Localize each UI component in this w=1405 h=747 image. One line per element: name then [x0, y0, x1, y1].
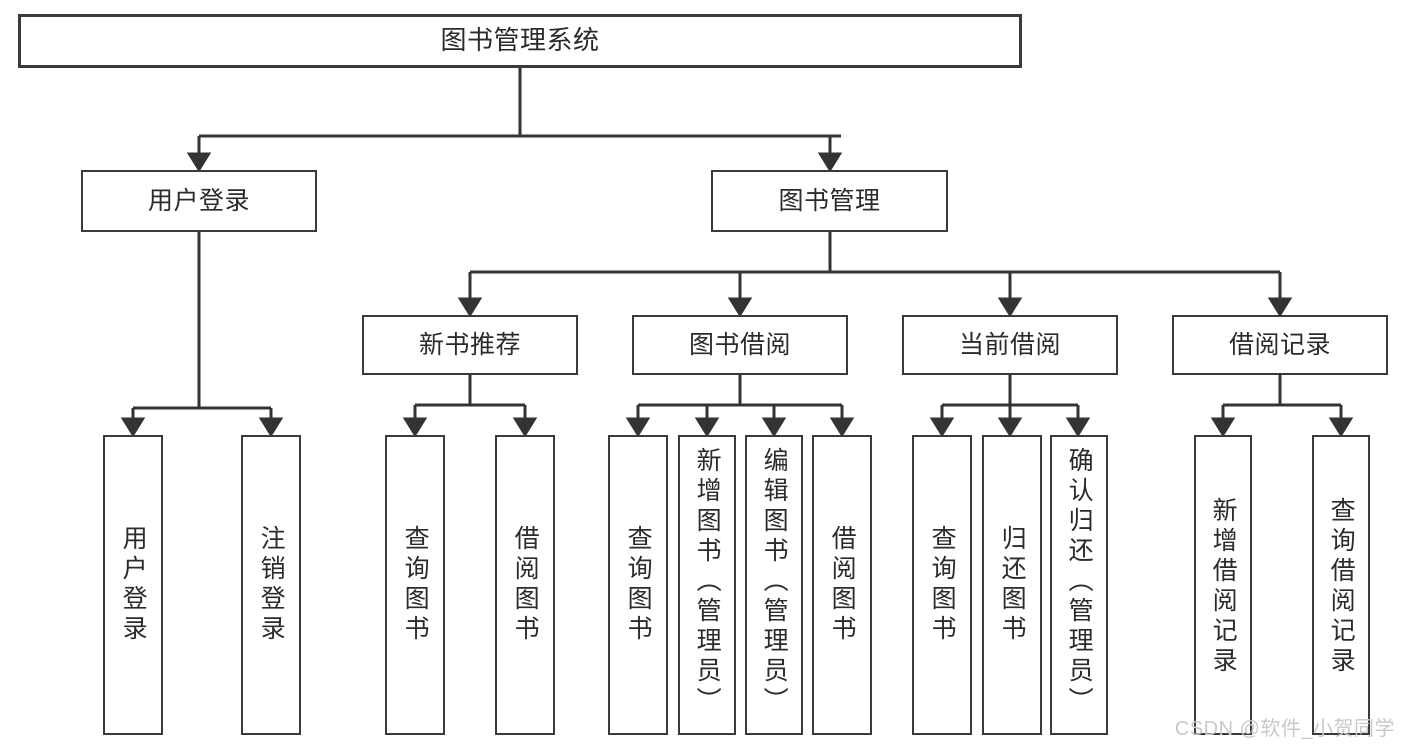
leaf-return-book-label: 归还图书: [998, 525, 1027, 645]
node-book-borrow[interactable]: 图书借阅: [632, 315, 848, 375]
node-new-book-recommend[interactable]: 新书推荐: [362, 315, 578, 375]
leaf-user-login[interactable]: 用户登录: [103, 435, 163, 735]
leaf-query-record[interactable]: 查询借阅记录: [1312, 435, 1370, 735]
node-current-borrow[interactable]: 当前借阅: [902, 315, 1118, 375]
leaf-add-record[interactable]: 新增借阅记录: [1194, 435, 1252, 735]
node-borrow-record-label: 借阅记录: [1228, 330, 1331, 359]
node-root[interactable]: 图书管理系统: [18, 14, 1022, 68]
leaf-borrow-book-2[interactable]: 借阅图书: [812, 435, 872, 735]
leaf-add-book[interactable]: 新增图书（管理员）: [678, 435, 736, 735]
leaf-confirm-return-label: 确认归还（管理员）: [1065, 447, 1094, 717]
leaf-borrow-book-1[interactable]: 借阅图书: [495, 435, 555, 735]
leaf-edit-book-label: 编辑图书（管理员）: [760, 447, 789, 717]
leaf-add-book-label: 新增图书（管理员）: [693, 447, 722, 717]
node-new-book-recommend-label: 新书推荐: [418, 330, 521, 359]
leaf-edit-book[interactable]: 编辑图书（管理员）: [745, 435, 803, 735]
leaf-confirm-return[interactable]: 确认归还（管理员）: [1050, 435, 1108, 735]
node-borrow-record[interactable]: 借阅记录: [1172, 315, 1388, 375]
leaf-query-book-2[interactable]: 查询图书: [608, 435, 668, 735]
leaf-user-login-label: 用户登录: [119, 525, 148, 645]
leaf-query-book-3-label: 查询图书: [928, 525, 957, 645]
leaf-query-book-1[interactable]: 查询图书: [385, 435, 445, 735]
node-current-borrow-label: 当前借阅: [958, 330, 1061, 359]
node-book-borrow-label: 图书借阅: [688, 330, 791, 359]
leaf-return-book[interactable]: 归还图书: [982, 435, 1042, 735]
leaf-borrow-book-1-label: 借阅图书: [511, 525, 540, 645]
node-root-label: 图书管理系统: [440, 25, 600, 56]
leaf-add-record-label: 新增借阅记录: [1209, 497, 1238, 677]
leaf-query-record-label: 查询借阅记录: [1327, 497, 1356, 677]
leaf-logout-label: 注销登录: [257, 525, 286, 645]
leaf-borrow-book-2-label: 借阅图书: [828, 525, 857, 645]
leaf-logout[interactable]: 注销登录: [241, 435, 301, 735]
node-book-manage-label: 图书管理: [778, 186, 881, 215]
leaf-query-book-1-label: 查询图书: [401, 525, 430, 645]
node-user-login-label: 用户登录: [147, 186, 250, 215]
leaf-query-book-2-label: 查询图书: [624, 525, 653, 645]
node-user-login[interactable]: 用户登录: [81, 170, 317, 232]
node-book-manage[interactable]: 图书管理: [711, 170, 948, 232]
leaf-query-book-3[interactable]: 查询图书: [912, 435, 972, 735]
watermark: CSDN @软件_小贺同学: [1174, 718, 1395, 740]
